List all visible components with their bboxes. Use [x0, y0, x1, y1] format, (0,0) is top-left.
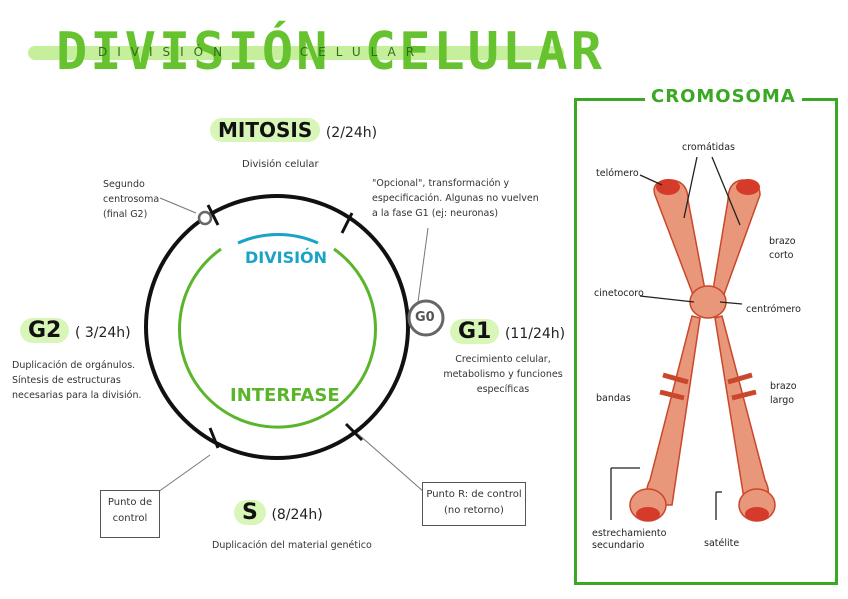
label-cinetocoro: cinetocoro	[594, 288, 644, 299]
centrosome-line: centrosoma	[103, 192, 183, 207]
r-point-line: (no retorno)	[423, 503, 525, 519]
label-brazo-corto-line: brazo	[769, 235, 796, 249]
centrosome-line: Segundo	[103, 177, 183, 192]
control-box: Punto de control	[100, 490, 160, 538]
label-brazo-largo-line: brazo	[770, 380, 797, 394]
g1-duration: (11/24h)	[505, 326, 565, 342]
mitosis-heading: MITOSIS (2/24h)	[210, 118, 377, 142]
g2-desc-line: Síntesis de estructuras	[12, 373, 172, 388]
g0-note-line: "Opcional", transformación y	[372, 176, 542, 191]
label-estrechamiento-line: secundario	[592, 540, 666, 552]
g2-duration: ( 3/24h)	[75, 325, 131, 341]
label-brazo-corto-line: corto	[769, 249, 796, 263]
label-estrechamiento-line: estrechamiento	[592, 528, 666, 540]
s-label: S	[234, 500, 266, 525]
arrow-r-point	[358, 434, 424, 492]
chromosome-title: CROMOSOMA	[645, 86, 802, 107]
g0-note-line: especificación. Algunas no vuelven	[372, 191, 542, 206]
centrosome-line: (final G2)	[103, 207, 183, 222]
g1-desc-line: específicas	[438, 382, 568, 397]
g1-desc-line: Crecimiento celular,	[438, 352, 568, 367]
g0-label: G0	[415, 310, 435, 325]
g1-desc: Crecimiento celular, metabolismo y funci…	[438, 352, 568, 397]
division-arc	[238, 234, 318, 243]
mitosis-label: MITOSIS	[210, 118, 320, 142]
g2-label: G2	[20, 318, 69, 343]
g1-desc-line: metabolismo y funciones	[438, 367, 568, 382]
division-label: DIVISIÓN	[245, 248, 327, 267]
interfase-label: INTERFASE	[230, 385, 340, 406]
r-point-box: Punto R: de control (no retorno)	[422, 482, 526, 526]
mitosis-desc: División celular	[242, 157, 319, 172]
control-box-line: control	[101, 511, 159, 527]
label-cromatidas: cromátidas	[682, 142, 735, 153]
arrow-g0	[418, 228, 428, 302]
g0-note: "Opcional", transformación y especificac…	[372, 176, 542, 221]
r-point-line: Punto R: de control	[423, 487, 525, 503]
mitosis-duration: (2/24h)	[326, 125, 377, 141]
label-brazo-corto: brazo corto	[769, 235, 796, 263]
control-box-line: Punto de	[101, 495, 159, 511]
s-duration: (8/24h)	[271, 507, 322, 523]
s-desc: Duplicación del material genético	[212, 538, 372, 553]
g0-note-line: a la fase G1 (ej: neuronas)	[372, 206, 542, 221]
g1-heading: G1 (11/24h)	[450, 319, 565, 344]
label-estrechamiento: estrechamiento secundario	[592, 528, 666, 552]
arrow-control	[158, 455, 210, 492]
g1-label: G1	[450, 319, 499, 344]
g2-desc-line: necesarias para la división.	[12, 388, 172, 403]
label-brazo-largo: brazo largo	[770, 380, 797, 408]
label-centromero: centrómero	[746, 304, 801, 315]
s-heading: S (8/24h)	[234, 500, 323, 525]
label-brazo-largo-line: largo	[770, 394, 797, 408]
g2-heading: G2 ( 3/24h)	[20, 318, 131, 343]
label-telomero: telómero	[596, 168, 639, 179]
g2-desc-line: Duplicación de orgánulos.	[12, 358, 172, 373]
centrosome-note: Segundo centrosoma (final G2)	[103, 177, 183, 222]
label-satelite: satélite	[704, 538, 739, 549]
label-bandas: bandas	[596, 393, 631, 404]
centrosome-marker	[199, 212, 211, 224]
g2-desc: Duplicación de orgánulos. Síntesis de es…	[12, 358, 172, 403]
